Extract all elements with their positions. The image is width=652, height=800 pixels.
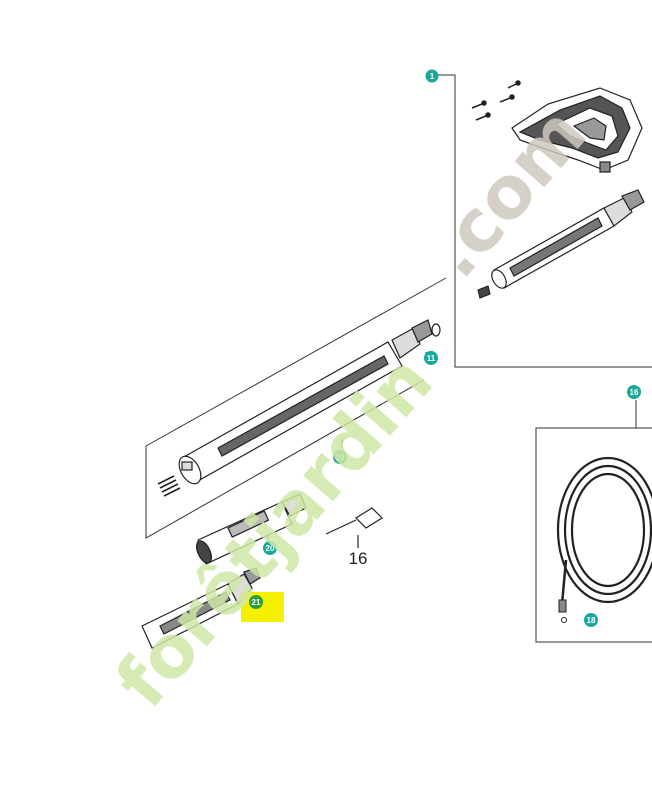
svg-text:10: 10: [336, 453, 345, 462]
callout-16[interactable]: 16: [627, 385, 641, 399]
svg-text:20: 20: [266, 544, 275, 553]
nozzle-part-21: [141, 567, 261, 649]
callout-10[interactable]: 10: [333, 450, 347, 464]
trigger-gun-group-box: [438, 74, 652, 368]
connector-16: [325, 507, 383, 548]
watermark-logo: forêtjardin .com: [99, 91, 602, 723]
lance-spring: [157, 475, 181, 497]
watermark-text-main: forêtjardin: [99, 339, 448, 723]
hose-group-box: [535, 427, 652, 643]
nozzle-part-20: [195, 493, 307, 565]
trigger-screws: [471, 80, 521, 121]
svg-text:11: 11: [427, 354, 436, 363]
callout-20[interactable]: 20: [263, 541, 277, 555]
callout-21[interactable]: 21: [249, 595, 263, 609]
svg-text:16: 16: [630, 388, 639, 397]
plain-label-16: 16: [349, 549, 368, 568]
trigger-gun-housing: [511, 87, 643, 173]
callout-11[interactable]: 11: [424, 351, 438, 365]
trigger-lance-tube: [477, 189, 645, 299]
svg-text:18: 18: [587, 616, 596, 625]
highlight-box: [241, 592, 284, 622]
svg-text:21: 21: [252, 598, 261, 607]
lance-tube: [178, 319, 441, 485]
svg-text:1: 1: [430, 72, 435, 81]
callout-1[interactable]: 1: [425, 69, 439, 83]
callout-18[interactable]: 18: [584, 613, 598, 627]
lance-group-box: [145, 277, 447, 539]
hose-coil: [556, 456, 652, 623]
